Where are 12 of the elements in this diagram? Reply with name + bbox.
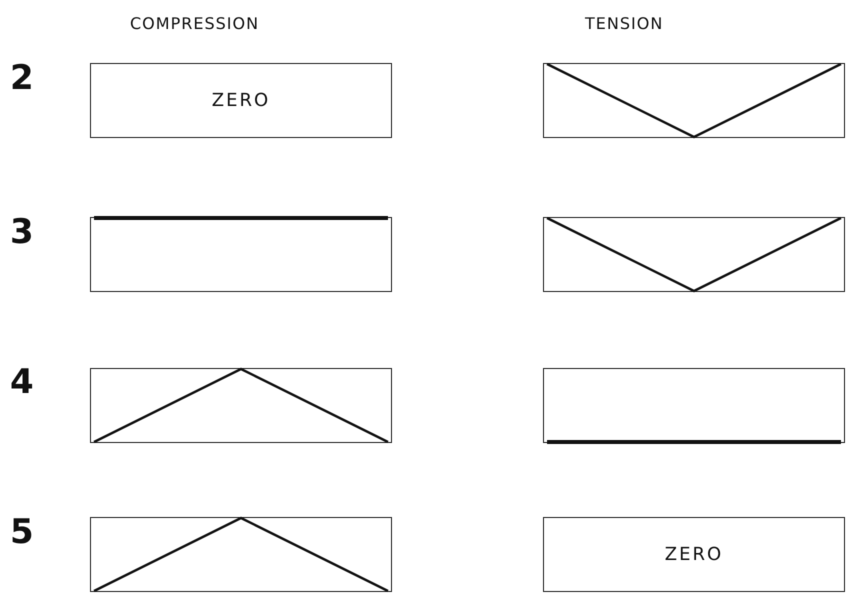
row-number: 3 bbox=[10, 212, 34, 252]
beam-box bbox=[543, 517, 845, 592]
column-heading: TENSION bbox=[585, 14, 664, 33]
value-text: ZERO bbox=[212, 90, 270, 111]
beam-box bbox=[90, 217, 392, 292]
row-number: 4 bbox=[10, 362, 34, 402]
value-text: ZERO bbox=[664, 544, 724, 565]
beam-box bbox=[543, 368, 845, 443]
row-number: 5 bbox=[10, 512, 34, 552]
column-heading: COMPRESSION bbox=[130, 14, 260, 33]
beam-box bbox=[90, 63, 392, 138]
row-number: 2 bbox=[10, 58, 34, 98]
